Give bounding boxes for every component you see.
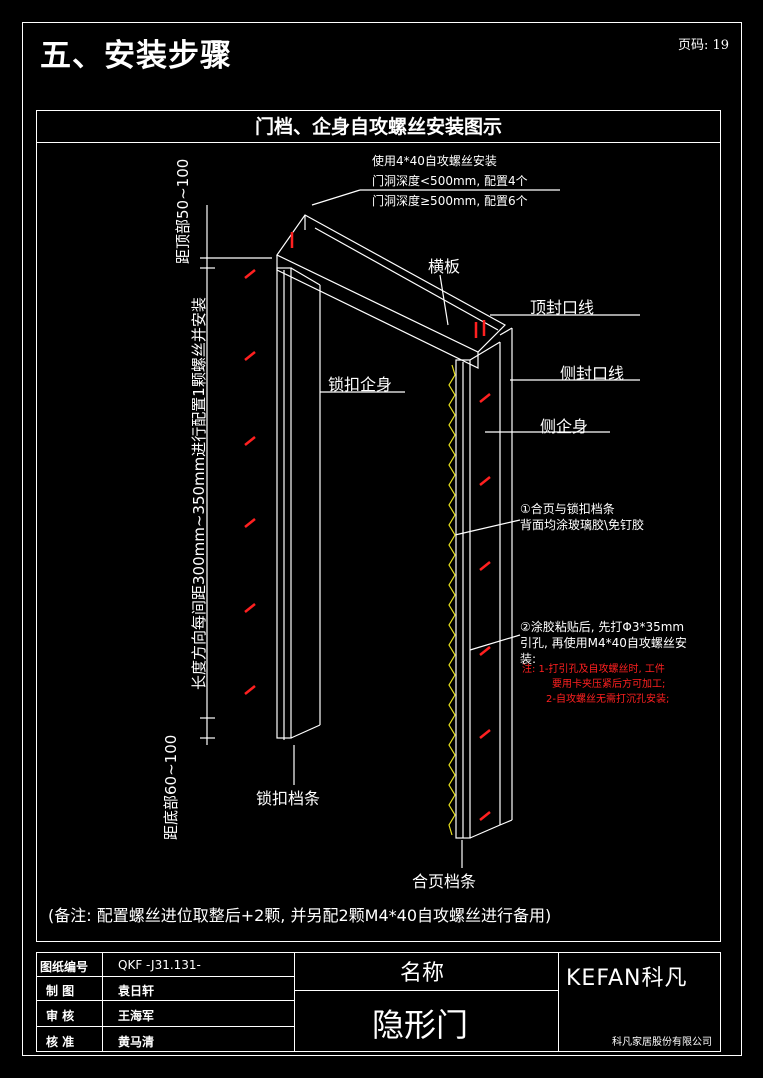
tb-value-approver: 黄马清 bbox=[118, 1035, 155, 1049]
drawing-box bbox=[36, 110, 721, 942]
note1-line1: ①合页与锁扣档条 bbox=[520, 502, 615, 516]
tb-name-value: 隐形门 bbox=[372, 1006, 469, 1044]
dim-main-text: 长度方向每间距300mm~350mm进行配置1颗螺丝并安装 bbox=[190, 297, 208, 690]
note2-line3: 装: bbox=[520, 652, 537, 666]
tb-name-label: 名称 bbox=[400, 961, 445, 986]
top-seal-label: 顶封口线 bbox=[530, 298, 595, 317]
remark-text: (备注: 配置螺丝进位取整后+2颗, 并另配2颗M4*40自攻螺丝进行备用) bbox=[48, 906, 552, 925]
sheet-border bbox=[22, 22, 742, 1056]
top-note-2: 门洞深度<500mm, 配置4个 bbox=[372, 174, 528, 188]
kefan-logo: KEFAN科凡 bbox=[566, 966, 688, 991]
red-note-3: 2-自攻螺丝无需打沉孔安装; bbox=[546, 694, 670, 705]
dim-top-text: 距顶部50~100 bbox=[174, 158, 192, 264]
lock-jamb-label: 锁扣企身 bbox=[328, 375, 393, 394]
tb-value-drafter: 袁日轩 bbox=[118, 984, 155, 998]
company-name: 科凡家居股份有限公司 bbox=[612, 1037, 712, 1048]
title-block bbox=[36, 952, 721, 1052]
crossboard-shape bbox=[276, 214, 506, 353]
red-note-1: 注: 1-打引孔及自攻螺丝时, 工件 bbox=[522, 664, 665, 675]
hinge-stop-label: 合页档条 bbox=[412, 872, 477, 891]
tb-value-reviewer: 王海军 bbox=[118, 1009, 155, 1023]
tb-label-reviewer: 审 核 bbox=[46, 1009, 75, 1023]
lock-stop-label: 锁扣档条 bbox=[256, 789, 321, 808]
page-number: 页码: 19 bbox=[677, 38, 729, 53]
side-seal-label: 侧封口线 bbox=[560, 364, 625, 383]
tb-label-approver: 核 准 bbox=[46, 1035, 75, 1049]
top-note-1: 使用4*40自攻螺丝安装 bbox=[372, 154, 497, 168]
note1-line2: 背面均涂玻璃胶\免钉胶 bbox=[520, 518, 645, 532]
glue-line bbox=[448, 364, 456, 836]
top-note-3: 门洞深度≥500mm, 配置6个 bbox=[372, 194, 528, 208]
side-jamb-label: 侧企身 bbox=[540, 417, 589, 436]
tb-value-drawing-no: QKF -J31.131- bbox=[118, 958, 201, 972]
tb-label-drafter: 制 图 bbox=[46, 984, 75, 998]
dim-bottom-text: 距底部60~100 bbox=[162, 734, 180, 840]
red-note-2: 要用卡夹压紧后方可加工; bbox=[552, 679, 666, 690]
crossboard-label: 横板 bbox=[428, 257, 461, 276]
tb-label-drawing-no: 图纸编号 bbox=[40, 960, 89, 974]
note2-line2: 引孔, 再使用M4*40自攻螺丝安 bbox=[520, 636, 687, 650]
section-title: 五、安装步骤 bbox=[40, 38, 232, 74]
note2-line1: ②涂胶粘贴后, 先打Φ3*35mm bbox=[520, 620, 685, 634]
drawing-title: 门档、企身自攻螺丝安装图示 bbox=[36, 111, 721, 143]
